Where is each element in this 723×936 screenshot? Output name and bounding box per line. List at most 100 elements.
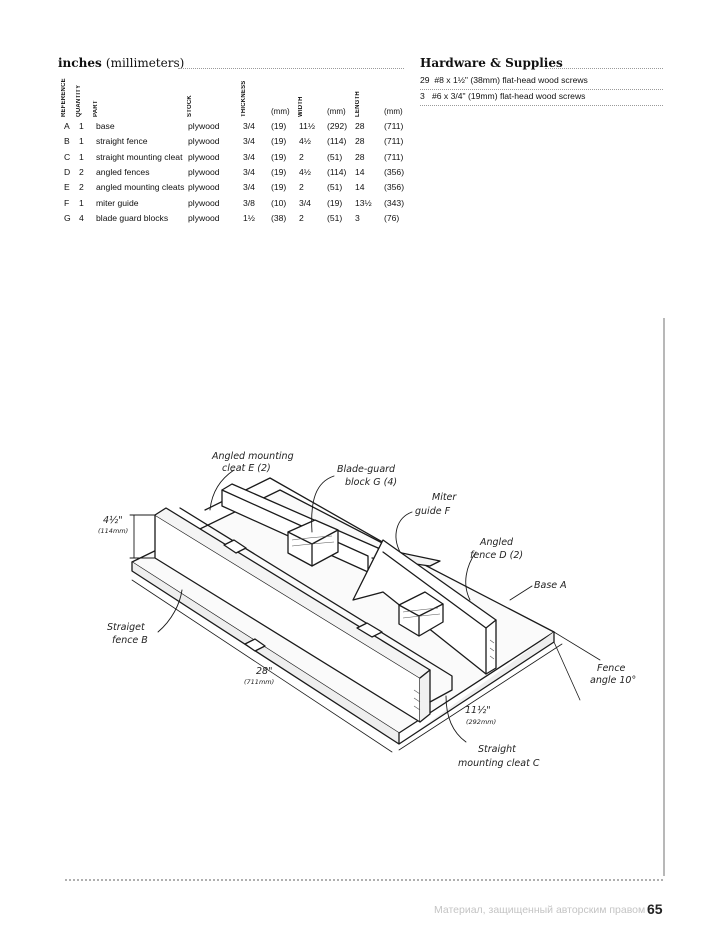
- row-thickness-mm: (38): [271, 212, 287, 223]
- row-width-mm: (51): [327, 182, 343, 193]
- blade-guard-block: [398, 591, 444, 637]
- row-width-mm: (51): [327, 151, 343, 162]
- row-part: straight mounting cleat: [96, 151, 183, 162]
- row-quantity: 2: [79, 182, 84, 193]
- hardware-item-desc: #8 x 1½" (38mm) flat-head wood screws: [434, 75, 588, 85]
- row-thickness: 3/4: [243, 182, 255, 193]
- row-width: 2: [299, 212, 304, 223]
- row-reference: G: [64, 212, 71, 223]
- row-thickness-mm: (19): [271, 136, 287, 147]
- row-reference: C: [64, 151, 71, 162]
- row-stock: plywood: [188, 182, 220, 193]
- row-length: 28: [355, 151, 365, 162]
- row-width-mm: (114): [327, 166, 347, 177]
- label-straight-cleat: Straight: [478, 744, 517, 755]
- row-reference: B: [64, 136, 70, 147]
- row-width-mm: (19): [327, 197, 343, 208]
- label-straight-cleat: mounting cleat C: [458, 758, 540, 769]
- label-height-dim-mm: (114mm): [98, 527, 128, 535]
- hardware-divider: [420, 105, 663, 106]
- row-quantity: 1: [79, 121, 84, 131]
- row-length-mm: (711): [384, 121, 404, 131]
- hardware-item-qty: 29: [420, 75, 430, 85]
- footer-rule: [65, 879, 663, 881]
- page-number: 65: [647, 901, 663, 917]
- label-miter-guide: Miter: [432, 492, 457, 503]
- dim-height: [129, 514, 156, 559]
- row-width-mm: (114): [327, 136, 347, 147]
- header-length-mm: (mm): [384, 107, 403, 116]
- row-length: 14: [355, 182, 365, 193]
- row-part: angled mounting cleats: [96, 182, 185, 193]
- straight-cleat-c: [179, 507, 453, 703]
- dim-length: [131, 579, 393, 753]
- copyright-watermark: Материал, защищенный авторским правом: [434, 904, 646, 916]
- row-reference: D: [64, 166, 71, 177]
- label-length-dim-mm: (711mm): [244, 678, 274, 686]
- label-miter-guide: guide F: [415, 506, 451, 517]
- row-reference: F: [64, 197, 70, 208]
- row-length: 28: [355, 136, 365, 147]
- label-angled-fence: Angled: [479, 537, 514, 548]
- row-length: 13½: [355, 197, 372, 208]
- label-width-dim: 11½": [465, 705, 491, 716]
- row-stock: plywood: [188, 151, 220, 162]
- label-base: Base A: [534, 580, 567, 591]
- hardware-title: Hardware & Supplies: [420, 56, 563, 70]
- row-stock: plywood: [188, 212, 220, 223]
- label-blade-guard: Blade-guard: [337, 464, 396, 475]
- row-part: base: [96, 121, 115, 131]
- row-width: 4½: [299, 136, 311, 147]
- label-fence-angle: Fence: [597, 663, 626, 674]
- cutlist-title-units: (millimeters): [105, 56, 185, 70]
- hardware-title-rule: [545, 68, 663, 69]
- row-length-mm: (343): [384, 197, 405, 208]
- row-quantity: 2: [79, 166, 84, 177]
- dim-angle: [553, 631, 601, 701]
- row-stock: plywood: [188, 197, 220, 208]
- row-width: 2: [299, 151, 304, 162]
- row-quantity: 1: [79, 151, 84, 162]
- header-thickness-mm: (mm): [271, 107, 290, 116]
- label-height-dim: 4½": [103, 515, 123, 526]
- row-part: miter guide: [96, 197, 139, 208]
- hardware-item: 3 #6 x 3/4" (19mm) flat-head wood screws: [420, 91, 585, 101]
- label-angled-fence: fence D (2): [470, 550, 523, 561]
- row-thickness: 3/4: [243, 121, 255, 131]
- row-length: 28: [355, 121, 365, 131]
- row-stock: plywood: [188, 166, 220, 177]
- label-straight-fence: Straiget: [107, 622, 146, 633]
- label-blade-guard: block G (4): [345, 477, 397, 488]
- row-quantity: 4: [79, 212, 84, 223]
- row-thickness-mm: (10): [271, 197, 287, 208]
- row-part: angled fences: [96, 166, 150, 177]
- row-quantity: 1: [79, 136, 84, 147]
- row-width-mm: (51): [327, 212, 343, 223]
- row-length-mm: (711): [384, 151, 404, 162]
- row-thickness-mm: (19): [271, 182, 287, 193]
- row-part: straight fence: [96, 136, 148, 147]
- row-thickness: 3/4: [243, 136, 255, 147]
- row-stock: plywood: [188, 121, 220, 131]
- row-thickness: 3/4: [243, 166, 255, 177]
- label-length-dim: 28": [256, 666, 272, 677]
- row-thickness-mm: (19): [271, 166, 287, 177]
- label-angled-cleat: cleat E (2): [222, 463, 271, 474]
- label-width-dim-mm: (292mm): [466, 718, 496, 726]
- hardware-item-desc: #6 x 3/4" (19mm) flat-head wood screws: [431, 91, 586, 101]
- header-width-mm: (mm): [327, 107, 346, 116]
- row-part: blade guard blocks: [96, 212, 169, 223]
- row-thickness: 1½: [243, 212, 255, 223]
- row-thickness: 3/8: [243, 197, 255, 208]
- row-length: 3: [355, 212, 360, 223]
- row-width: 4½: [299, 166, 311, 177]
- row-width-mm: (292): [327, 121, 348, 131]
- row-thickness: 3/4: [243, 151, 255, 162]
- row-width: 2: [299, 182, 304, 193]
